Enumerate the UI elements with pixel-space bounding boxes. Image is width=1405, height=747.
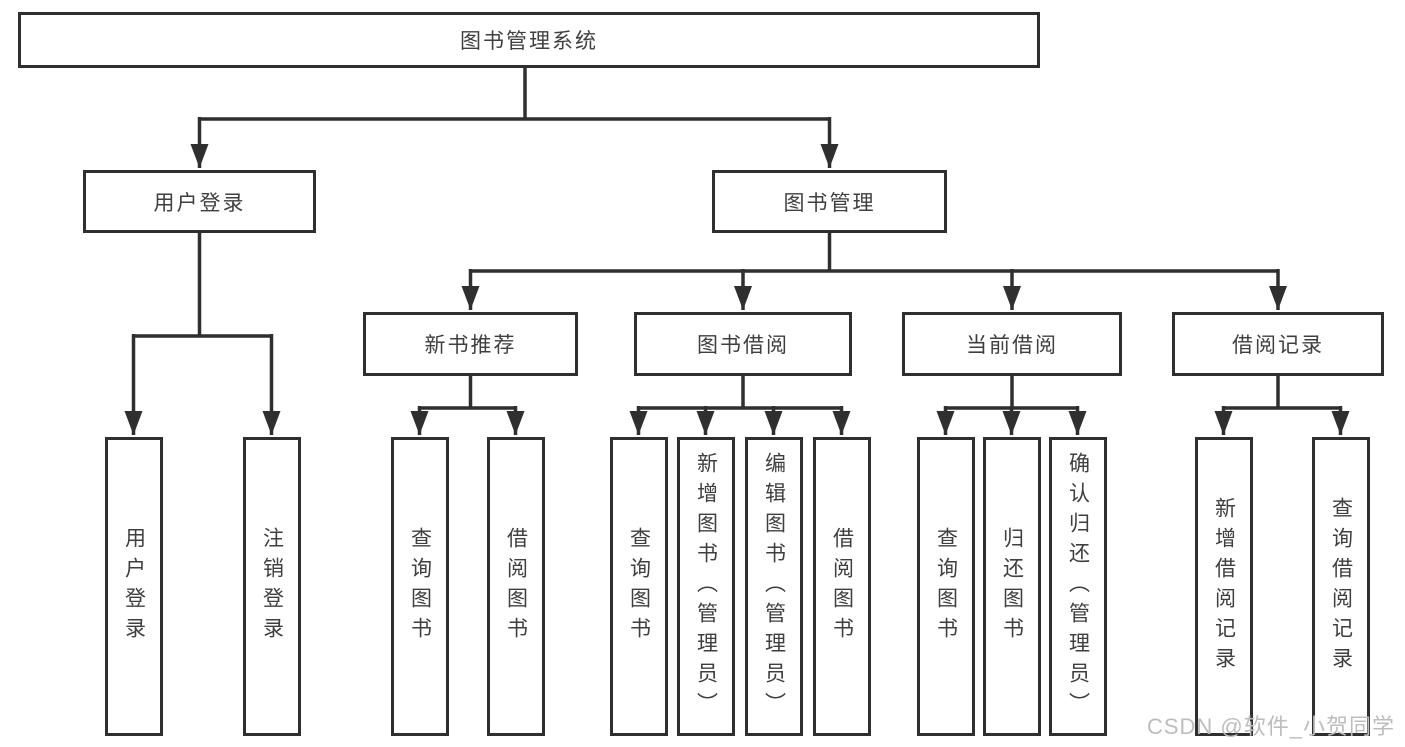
leaf-borrow-book: 借阅图书 [813, 437, 871, 736]
leaf-borrow-query-book-label: 查询图书 [627, 526, 651, 647]
leaf-logout-label: 注销登录 [260, 526, 284, 647]
leaf-recommend-borrow-book: 借阅图书 [487, 437, 545, 736]
leaf-return-book-label: 归还图书 [1000, 526, 1024, 647]
leaf-add-borrow-record: 新增借阅记录 [1195, 437, 1253, 736]
leaf-recommend-query-book: 查询图书 [391, 437, 449, 736]
node-new-book-recommend-label: 新书推荐 [424, 334, 517, 357]
leaf-borrow-query-book: 查询图书 [610, 437, 668, 736]
leaf-recommend-query-book-label: 查询图书 [408, 526, 432, 647]
leaf-recommend-borrow-book-label: 借阅图书 [504, 526, 528, 647]
leaf-edit-book-admin-label: 编辑图书（管理员） [762, 451, 786, 722]
node-current-borrow: 当前借阅 [902, 312, 1122, 376]
leaf-user-login: 用户登录 [105, 437, 163, 736]
leaf-user-login-label: 用户登录 [122, 526, 146, 647]
node-root-label: 图书管理系统 [460, 30, 598, 53]
leaf-current-query-book-label: 查询图书 [934, 526, 958, 647]
leaf-add-borrow-record-label: 新增借阅记录 [1212, 496, 1236, 677]
node-user-login-label: 用户登录 [153, 191, 246, 215]
leaf-return-book: 归还图书 [983, 437, 1041, 736]
node-root: 图书管理系统 [18, 12, 1040, 68]
node-book-borrow-label: 图书借阅 [697, 334, 789, 357]
node-user-login: 用户登录 [83, 170, 316, 233]
node-borrow-record: 借阅记录 [1172, 312, 1384, 376]
leaf-query-borrow-record-label: 查询借阅记录 [1329, 496, 1353, 677]
node-book-management: 图书管理 [712, 170, 947, 233]
leaf-query-borrow-record: 查询借阅记录 [1312, 437, 1370, 736]
leaf-confirm-return-admin: 确认归还（管理员） [1049, 437, 1107, 736]
leaf-borrow-book-label: 借阅图书 [830, 526, 854, 647]
leaf-logout: 注销登录 [243, 437, 301, 736]
node-new-book-recommend: 新书推荐 [363, 312, 578, 376]
node-borrow-record-label: 借阅记录 [1232, 334, 1324, 357]
leaf-current-query-book: 查询图书 [917, 437, 975, 736]
leaf-confirm-return-admin-label: 确认归还（管理员） [1066, 451, 1090, 722]
node-current-borrow-label: 当前借阅 [966, 334, 1058, 357]
leaf-add-book-admin-label: 新增图书（管理员） [694, 451, 718, 722]
leaf-edit-book-admin: 编辑图书（管理员） [745, 437, 803, 736]
leaf-add-book-admin: 新增图书（管理员） [677, 437, 735, 736]
node-book-management-label: 图书管理 [783, 191, 876, 215]
node-book-borrow: 图书借阅 [634, 312, 852, 376]
